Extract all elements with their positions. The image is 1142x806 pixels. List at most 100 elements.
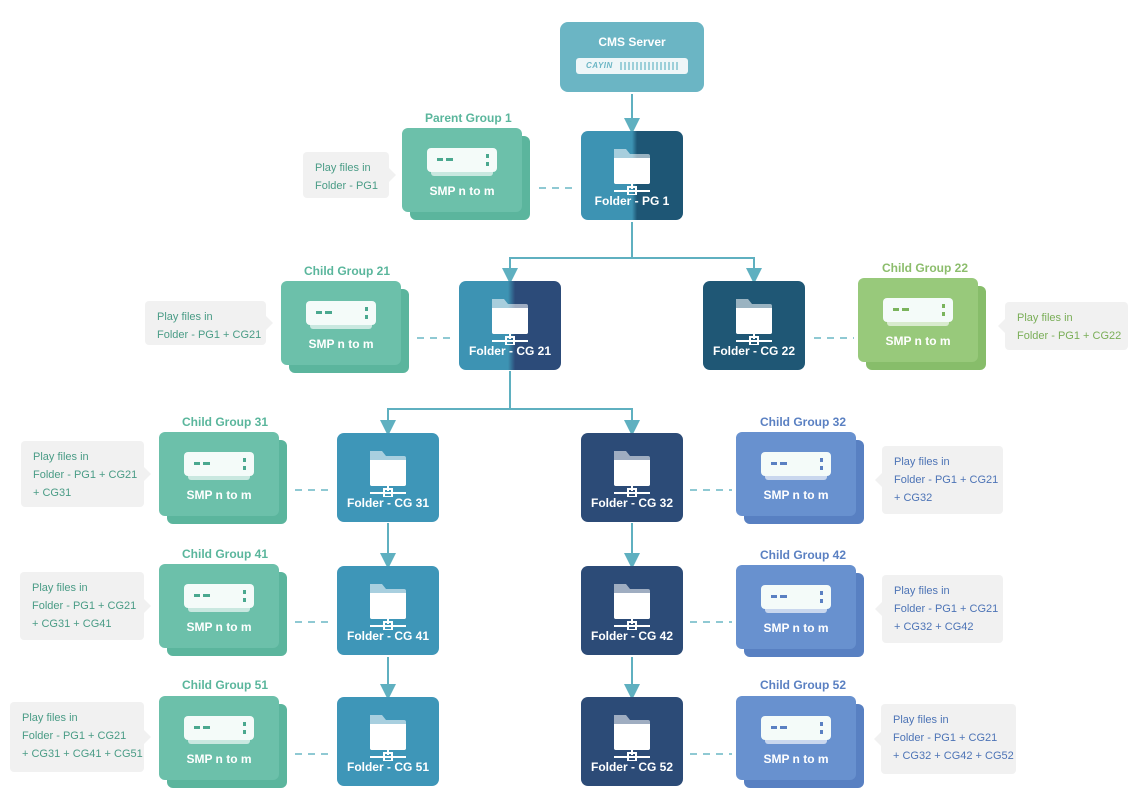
- folder-cg51: Folder - CG 51: [337, 697, 439, 786]
- smp-label: SMP n to m: [763, 752, 829, 766]
- smp-label: SMP n to m: [186, 488, 252, 502]
- group-label-cg41: Child Group 41: [182, 547, 269, 561]
- smp-card-face: SMP n to m: [402, 128, 522, 212]
- callout-line: Play files in: [32, 582, 88, 594]
- media-player-icon: [761, 716, 831, 744]
- media-player-icon: [761, 452, 831, 480]
- smp-label: SMP n to m: [308, 337, 374, 351]
- folder-pg1-label: Folder - PG 1: [594, 194, 670, 208]
- group-label-cg51: Child Group 51: [182, 678, 269, 692]
- folder-cg22: Folder - CG 22: [703, 281, 805, 370]
- smp-card-cg31: SMP n to m: [159, 432, 287, 524]
- smp-label: SMP n to m: [763, 621, 829, 635]
- folder-network-icon: [614, 715, 650, 761]
- folder-cg52-label: Folder - CG 52: [590, 760, 673, 774]
- callout-line: Folder - PG1 + CG22: [1017, 330, 1122, 342]
- smp-card-cg21: SMP n to m: [281, 281, 409, 373]
- folder-cg41: Folder - CG 41: [337, 566, 439, 655]
- connector-pg1-split: [502, 222, 633, 284]
- group-label-cg52: Child Group 52: [760, 678, 847, 692]
- callout-cg22: Play files in Folder - PG1 + CG22: [998, 302, 1128, 350]
- callout-line: Folder - PG1 + CG21: [893, 732, 998, 744]
- callout-cg51: Play files in Folder - PG1 + CG21 + CG31…: [10, 702, 151, 772]
- folder-cg31-label: Folder - CG 31: [346, 496, 429, 510]
- callout-cg52: Play files in Folder - PG1 + CG21 + CG32…: [874, 704, 1016, 774]
- folder-network-icon: [614, 584, 650, 630]
- callout-line: + CG31 + CG41 + CG51: [22, 748, 143, 760]
- smp-label: SMP n to m: [763, 488, 829, 502]
- smp-card-cg32: SMP n to m: [736, 432, 864, 524]
- folder-network-icon: [370, 715, 406, 761]
- smp-label: SMP n to m: [429, 184, 495, 198]
- server-rack-icon: CAYIN: [576, 58, 688, 74]
- folder-cg22-label: Folder - CG 22: [712, 344, 795, 358]
- connector-cg21-cg31: [380, 371, 511, 436]
- callout-line: Play files in: [893, 714, 949, 726]
- folder-network-icon: [614, 149, 650, 195]
- smp-card-face: SMP n to m: [736, 432, 856, 516]
- callout-line: Play files in: [33, 451, 89, 463]
- media-player-icon: [427, 148, 497, 176]
- folder-cg52: Folder - CG 52: [581, 697, 683, 786]
- group-label-cg32: Child Group 32: [760, 415, 847, 429]
- callout-line: + CG31 + CG41: [32, 618, 112, 630]
- folder-network-icon: [736, 299, 772, 345]
- folder-network-icon: [614, 451, 650, 497]
- callout-line: + CG32: [894, 492, 933, 504]
- smp-card-face: SMP n to m: [736, 565, 856, 649]
- folder-cg42-label: Folder - CG 42: [590, 629, 673, 643]
- media-player-icon: [306, 301, 376, 329]
- folder-cg51-label: Folder - CG 51: [346, 760, 429, 774]
- callout-line: Play files in: [22, 712, 78, 724]
- media-player-icon: [184, 452, 254, 480]
- smp-card-face: SMP n to m: [736, 696, 856, 780]
- smp-card-face: SMP n to m: [159, 564, 279, 648]
- folder-cg21-label: Folder - CG 21: [468, 344, 551, 358]
- callout-line: Folder - PG1: [315, 180, 378, 192]
- callout-line: Folder - PG1 + CG21: [33, 469, 138, 481]
- group-label-cg22: Child Group 22: [882, 261, 969, 275]
- callout-line: Folder - PG1 + CG21: [157, 329, 262, 341]
- folder-cg42: Folder - CG 42: [581, 566, 683, 655]
- callout-cg31: Play files in Folder - PG1 + CG21 + CG31: [21, 441, 151, 507]
- folder-cg41-label: Folder - CG 41: [346, 629, 429, 643]
- folder-cg32-label: Folder - CG 32: [590, 496, 673, 510]
- cayin-logo: CAYIN: [586, 61, 613, 70]
- callout-line: Folder - PG1 + CG21: [22, 730, 127, 742]
- callout-pg1: Play files in Folder - PG1: [303, 152, 396, 198]
- smp-card-cg41: SMP n to m: [159, 564, 287, 656]
- group-label-cg31: Child Group 31: [182, 415, 269, 429]
- server-vents: [620, 62, 680, 70]
- group-label-cg21: Child Group 21: [304, 264, 391, 278]
- smp-card-face: SMP n to m: [159, 432, 279, 516]
- folder-network-icon: [370, 451, 406, 497]
- callout-line: + CG31: [33, 487, 72, 499]
- folder-cg21: Folder - CG 21: [459, 281, 561, 370]
- callout-line: + CG32 + CG42: [894, 621, 974, 633]
- smp-card-face: SMP n to m: [858, 278, 978, 362]
- callout-line: Folder - PG1 + CG21: [894, 474, 999, 486]
- smp-card-cg22: SMP n to m: [858, 278, 986, 370]
- smp-card-cg42: SMP n to m: [736, 565, 864, 657]
- group-label-pg1: Parent Group 1: [425, 111, 512, 125]
- smp-label: SMP n to m: [186, 752, 252, 766]
- smp-label: SMP n to m: [885, 334, 951, 348]
- folder-network-icon: [492, 299, 528, 345]
- connector-cg21-cg32: [510, 408, 640, 436]
- folder-cg32: Folder - CG 32: [581, 433, 683, 522]
- media-player-icon: [184, 716, 254, 744]
- connector-pg1-cg22: [632, 257, 762, 284]
- smp-card-pg1: SMP n to m: [402, 128, 530, 220]
- callout-line: Folder - PG1 + CG21: [32, 600, 137, 612]
- smp-label: SMP n to m: [186, 620, 252, 634]
- cms-server-title: CMS Server: [598, 35, 666, 49]
- callout-line: Play files in: [1017, 312, 1073, 324]
- folder-network-icon: [370, 584, 406, 630]
- callout-cg32: Play files in Folder - PG1 + CG21 + CG32: [875, 446, 1003, 514]
- callout-cg21: Play files in Folder - PG1 + CG21: [145, 301, 273, 345]
- callout-line: Play files in: [894, 585, 950, 597]
- media-player-icon: [883, 298, 953, 326]
- folder-cg31: Folder - CG 31: [337, 433, 439, 522]
- smp-card-cg51: SMP n to m: [159, 696, 287, 788]
